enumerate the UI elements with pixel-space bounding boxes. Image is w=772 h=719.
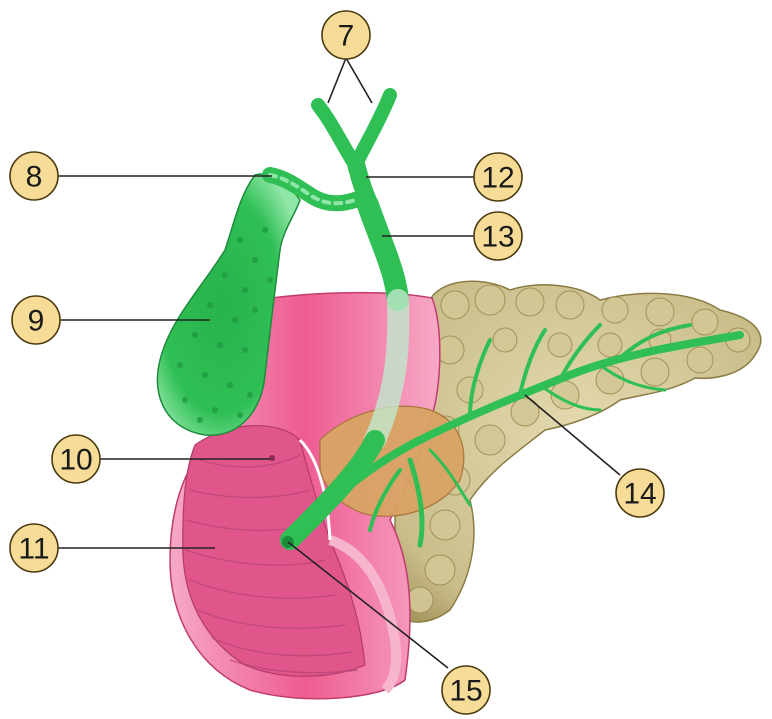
label-7-text: 7 xyxy=(338,20,355,53)
label-13-text: 13 xyxy=(481,221,514,254)
label-11: 11 xyxy=(10,524,58,572)
label-15-text: 15 xyxy=(449,675,482,708)
label-9-text: 9 xyxy=(28,305,45,338)
label-15: 15 xyxy=(442,666,490,714)
leader-7b xyxy=(346,58,372,103)
label-13: 13 xyxy=(474,212,522,260)
label-9: 9 xyxy=(12,296,60,344)
label-11-text: 11 xyxy=(18,533,49,566)
label-10: 10 xyxy=(52,435,100,483)
label-14: 14 xyxy=(616,469,664,517)
label-12-text: 12 xyxy=(481,162,514,195)
label-10-text: 10 xyxy=(59,444,92,477)
label-8-text: 8 xyxy=(26,161,43,194)
label-7: 7 xyxy=(322,11,370,59)
label-12: 12 xyxy=(474,153,522,201)
leader-7a xyxy=(328,58,346,103)
label-8: 8 xyxy=(10,152,58,200)
label-14-text: 14 xyxy=(623,478,656,511)
